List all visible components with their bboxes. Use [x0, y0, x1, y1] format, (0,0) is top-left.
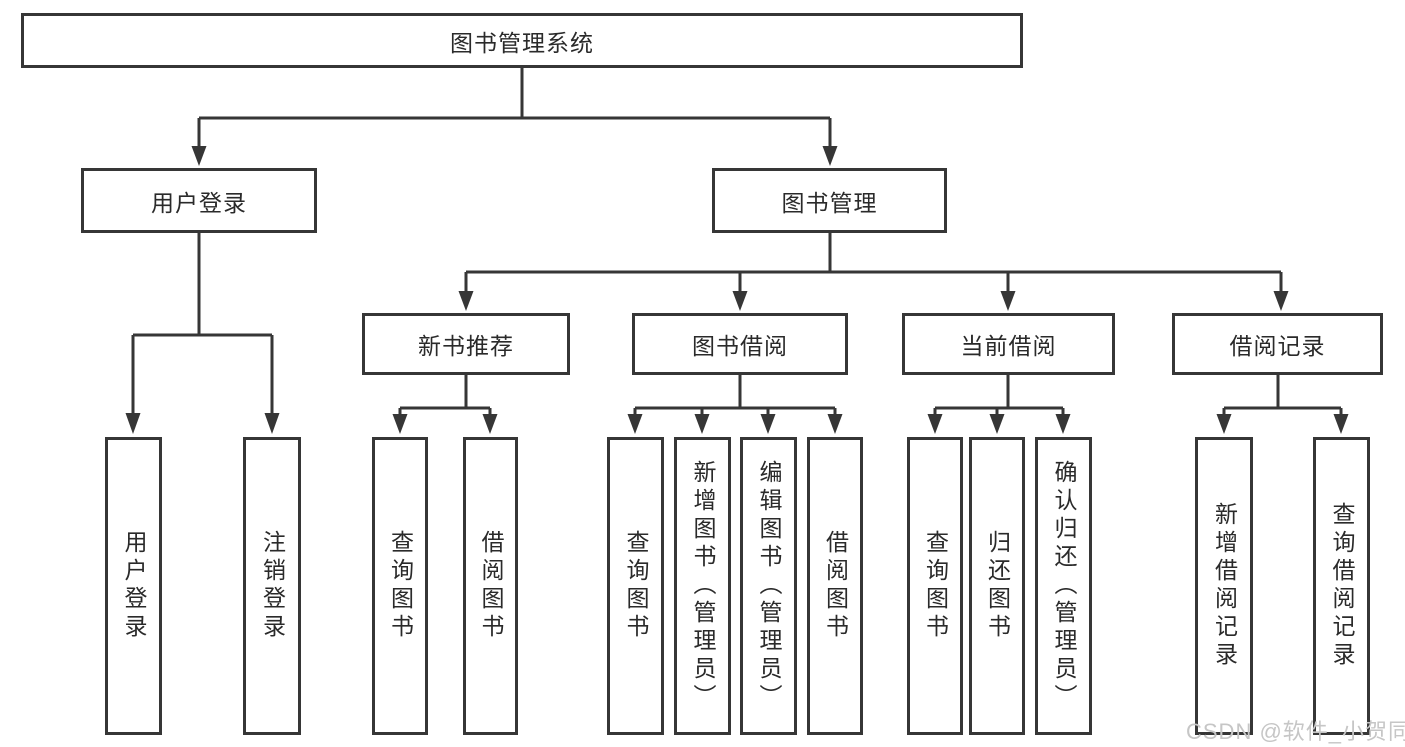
- leaf-current-query-books: 查询图书: [907, 437, 963, 735]
- leaf-borrowing-edit-books-admin-label: 编辑图书（管理员）: [756, 460, 782, 712]
- leaf-current-return-books-label: 归还图书: [984, 530, 1011, 642]
- leaf-current-confirm-return-admin-label: 确认归还（管理员）: [1051, 460, 1077, 712]
- node-user-login: 用户登录: [81, 168, 317, 233]
- leaf-records-add-record-label: 新增借阅记录: [1211, 502, 1238, 670]
- leaf-logout-label: 注销登录: [259, 530, 286, 642]
- connector-root-to-level2: [191, 68, 838, 166]
- node-new-book-recommend-label: 新书推荐: [418, 333, 514, 359]
- leaf-current-query-books-label: 查询图书: [922, 530, 949, 642]
- node-current-borrowing-label: 当前借阅: [960, 333, 1057, 359]
- connector-book-management-to-level3: [458, 233, 1289, 311]
- connector-current-borrowing-to-leaves: [927, 375, 1071, 434]
- leaf-records-query-record-label: 查询借阅记录: [1329, 502, 1355, 670]
- node-library-management-system-label: 图书管理系统: [450, 29, 594, 56]
- node-book-borrowing: 图书借阅: [632, 313, 848, 375]
- node-current-borrowing: 当前借阅: [902, 313, 1115, 375]
- leaf-borrowing-add-books-admin-label: 新增图书（管理员）: [690, 460, 716, 712]
- leaf-user-login-label: 用户登录: [121, 530, 147, 642]
- connector-user-login-to-leaves: [125, 233, 280, 434]
- leaf-current-confirm-return-admin: 确认归还（管理员）: [1035, 437, 1092, 735]
- node-new-book-recommend: 新书推荐: [362, 313, 570, 375]
- leaf-logout: 注销登录: [243, 437, 301, 735]
- leaf-borrowing-query-books: 查询图书: [607, 437, 664, 735]
- leaf-borrowing-borrow-books: 借阅图书: [807, 437, 863, 735]
- connector-borrowing-records-to-leaves: [1216, 375, 1349, 434]
- node-book-borrowing-label: 图书借阅: [692, 333, 788, 359]
- leaf-records-query-record: 查询借阅记录: [1313, 437, 1370, 735]
- leaf-borrowing-edit-books-admin: 编辑图书（管理员）: [740, 437, 797, 735]
- leaf-borrowing-query-books-label: 查询图书: [623, 530, 649, 642]
- csdn-watermark: CSDN @软件_小贺同学: [1186, 719, 1405, 744]
- leaf-borrowing-add-books-admin: 新增图书（管理员）: [674, 437, 731, 735]
- leaf-borrowing-borrow-books-label: 借阅图书: [822, 530, 849, 642]
- node-borrowing-records: 借阅记录: [1172, 313, 1383, 375]
- node-user-login-label: 用户登录: [151, 189, 247, 216]
- leaf-current-return-books: 归还图书: [969, 437, 1025, 735]
- leaf-new-book-borrow-books: 借阅图书: [463, 437, 518, 735]
- connector-book-borrowing-to-leaves: [627, 375, 843, 434]
- node-library-management-system: 图书管理系统: [21, 13, 1023, 68]
- node-book-management-label: 图书管理: [781, 189, 878, 216]
- node-borrowing-records-label: 借阅记录: [1229, 333, 1326, 359]
- node-book-management: 图书管理: [712, 168, 947, 233]
- leaf-new-book-borrow-books-label: 借阅图书: [478, 530, 504, 642]
- leaf-user-login: 用户登录: [105, 437, 162, 735]
- leaf-new-book-query-books: 查询图书: [372, 437, 428, 735]
- leaf-new-book-query-books-label: 查询图书: [387, 530, 414, 642]
- connector-new-book-to-leaves: [392, 375, 498, 434]
- leaf-records-add-record: 新增借阅记录: [1195, 437, 1253, 735]
